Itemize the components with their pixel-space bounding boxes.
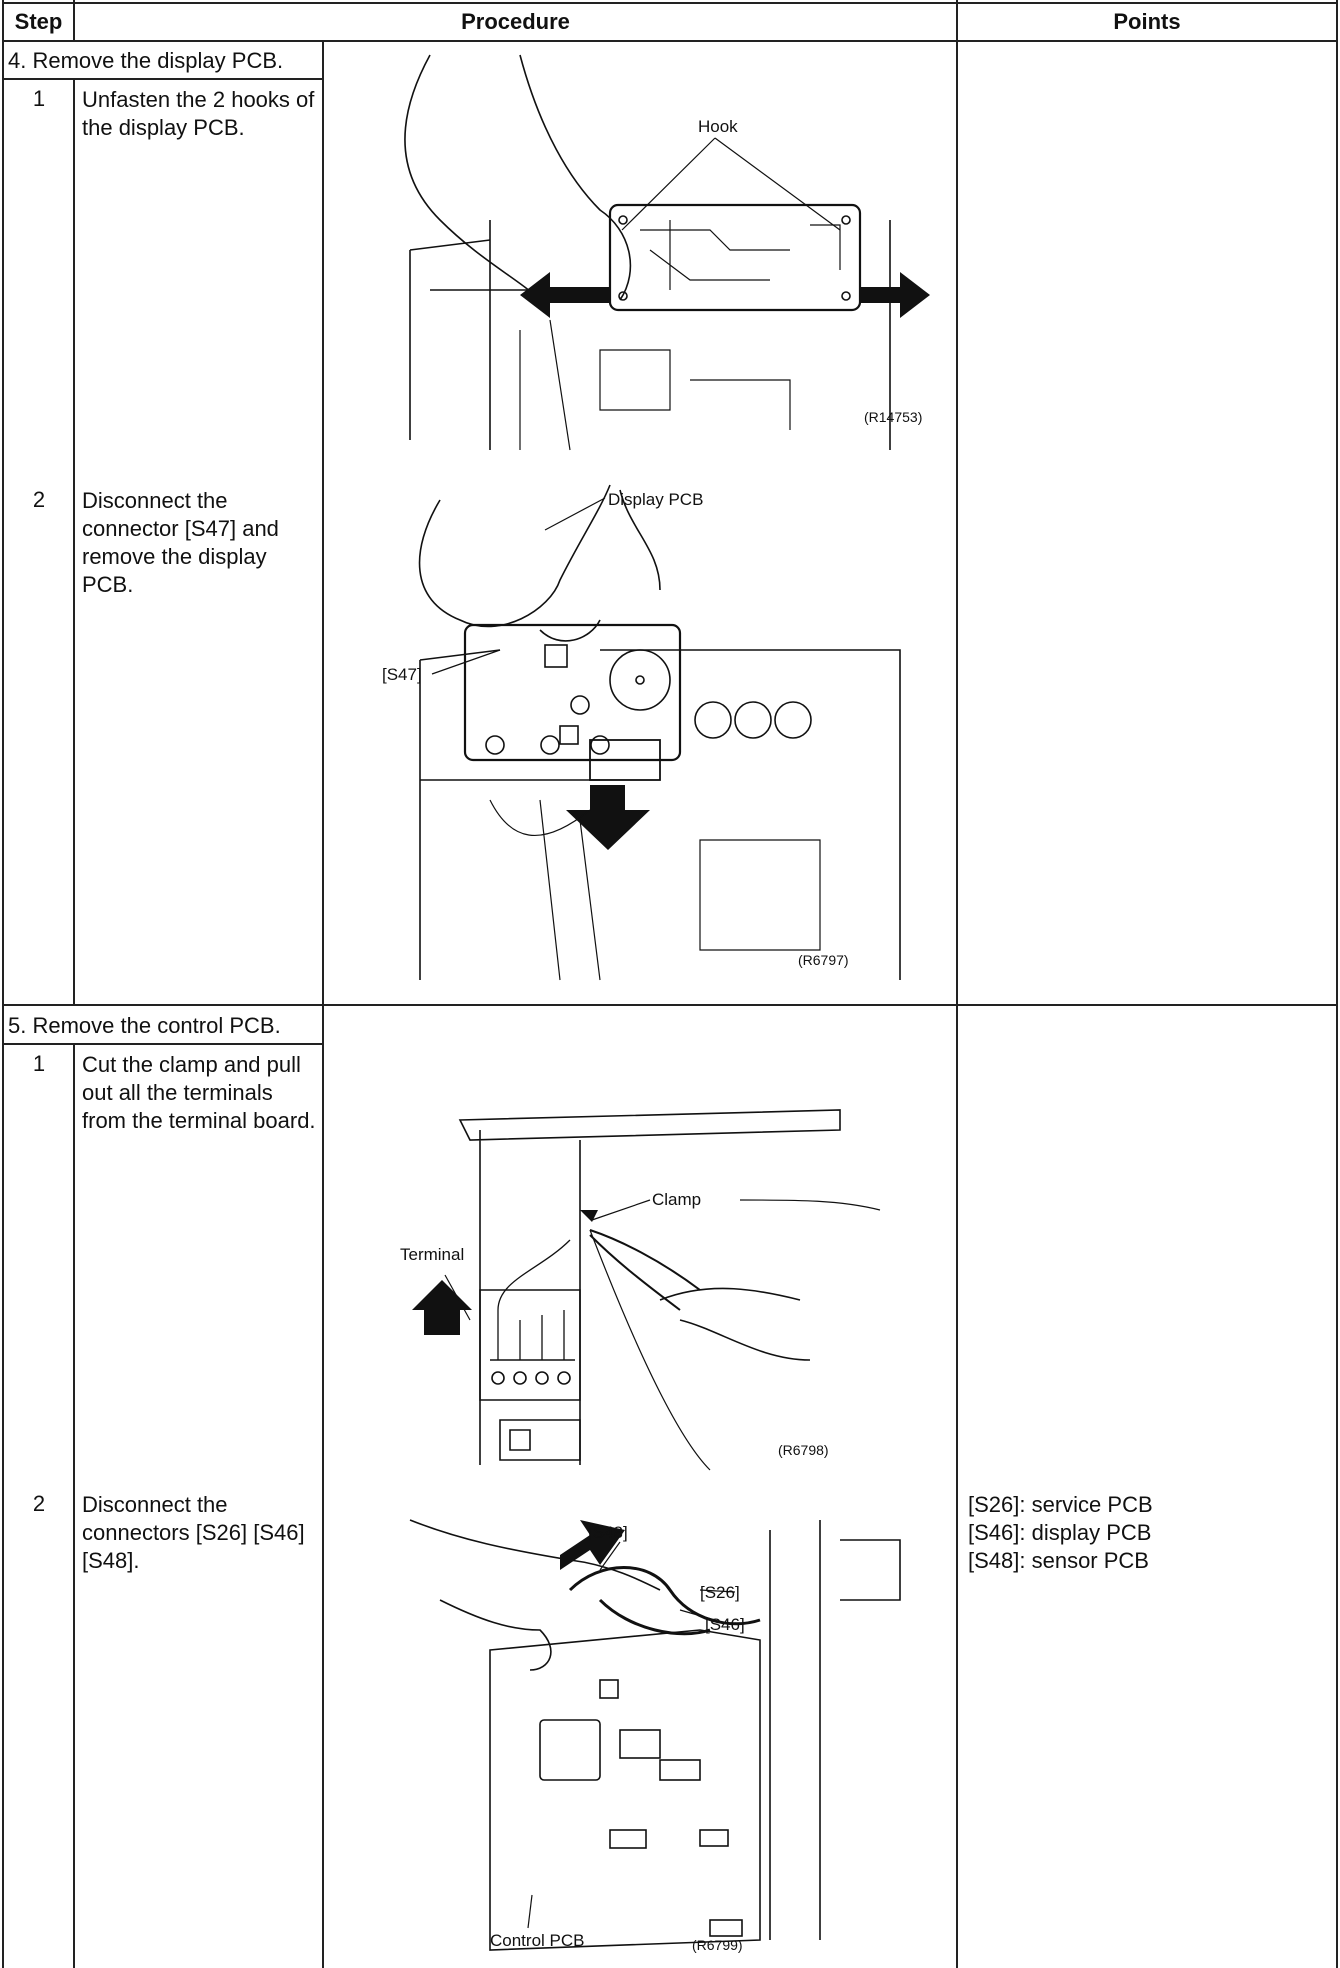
arrow-right [860,272,930,318]
figure-unfasten-hooks: Hook (R14753) [370,50,940,470]
terminal-label: Terminal [400,1245,464,1264]
section-divider [2,1004,1338,1006]
step-number: 1 [32,86,46,111]
unit-housing [409,239,610,440]
arrow-left [520,272,610,318]
step-instruction: Unfasten the 2 hooks of the display PCB. [82,87,315,140]
display-pcb-board [463,623,682,762]
point-note: [S48]: sensor PCB [968,1548,1149,1573]
s48-leader [599,1541,621,1571]
clamp-label: Clamp [652,1190,701,1209]
figure-remove-display-pcb: Display PCB [S47] (R6797) [382,480,910,1000]
table-divider-step [73,79,75,1005]
display-pcb-leader [544,497,606,531]
control-pcb [489,1629,761,1951]
header-points: Points [1113,9,1181,34]
arrow-up [560,1520,625,1570]
s26-label: [S26] [700,1583,740,1602]
lower-unit [499,1419,581,1461]
s48-label: [S48] [588,1523,628,1542]
unit-frame [769,1520,901,1940]
section-title: 4. Remove the display PCB. [8,48,284,73]
table-divider-step [73,0,75,41]
terminal-board [479,1289,581,1401]
table-divider-points [956,0,958,1968]
hand-outline [519,54,632,301]
unit-housing [489,220,891,450]
section-title-divider [2,78,324,80]
pliers [589,1229,701,1311]
step-instruction: Disconnect the connectors [S26] [S46] [S… [82,1492,305,1573]
step-number: 2 [32,1491,46,1516]
header-step: Step [14,9,63,34]
valves [694,701,812,739]
section-title: 5. Remove the control PCB. [8,1013,281,1038]
table-border-right [1336,0,1338,1968]
hand-outline [409,1519,661,1671]
step-number: 2 [32,487,46,512]
display-pcb-label: Display PCB [608,490,703,509]
arrow-down [566,785,650,850]
display-pcb-board [608,203,862,312]
table-divider-step [73,1044,75,1968]
pcb-traces [640,220,841,290]
figure-cut-clamp: Clamp Terminal (R6798) [380,1060,900,1480]
hand-outline [404,54,541,301]
control-pcb-leader [527,1894,533,1929]
hand-outline [539,489,661,642]
figure-reference: (R6797) [798,952,849,968]
wiring [489,799,821,981]
figure-reference: (R6799) [692,1937,743,1953]
unit-housing [419,649,901,980]
control-pcb-label: Control PCB [490,1931,584,1950]
clamp-leader [591,1199,651,1221]
step-instruction: Disconnect the connector [S47] and remov… [82,488,279,597]
connector-s47 [589,739,661,781]
header-procedure: Procedure [461,9,570,34]
s46-label: [S46] [705,1615,745,1634]
hand-outline [659,1287,811,1361]
sensor-cable [589,1199,881,1471]
s46-leader [679,1609,716,1621]
figure-reference: (R6798) [778,1442,829,1458]
point-note: [S46]: display PCB [968,1520,1152,1545]
step-instruction: Cut the clamp and pull out all the termi… [82,1052,316,1133]
terminal-leader [444,1274,471,1321]
hook-leader [621,137,841,231]
section-title-divider [2,1043,324,1045]
s47-label: [S47] [382,665,422,684]
s26-leader [699,1589,736,1593]
wiring [519,319,791,451]
arrow-up [412,1280,472,1335]
hook-label: Hook [698,117,738,136]
arrow-clamp [580,1210,598,1222]
table-border-left [2,0,4,1968]
point-note: [S26]: service PCB [968,1492,1153,1517]
terminal-wires [497,1239,571,1360]
figure-reference: (R14753) [864,409,922,425]
step-number: 1 [32,1051,46,1076]
figure-disconnect-connectors: [S48] [S26] [S46] Control PCB (R6799) [400,1480,940,1960]
connector-harness [568,1566,761,1636]
header-divider [2,40,1338,42]
s47-leader [431,649,501,675]
hand-outline [418,484,611,628]
table-border-top [2,2,1338,4]
